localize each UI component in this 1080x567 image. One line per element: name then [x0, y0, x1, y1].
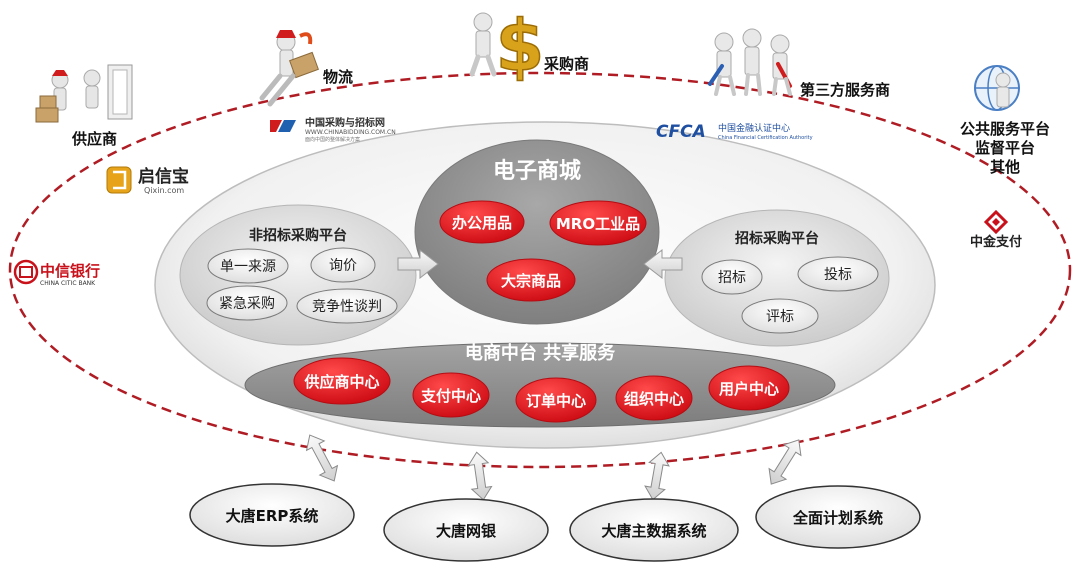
citic-bank-logo-cn: 中信银行	[40, 262, 100, 280]
middle-platform-title: 电商中台 共享服务	[465, 342, 616, 364]
system-bank-label: 大唐网银	[436, 522, 497, 540]
chinabidding-logo-en: WWW.CHINABIDDING.COM.CN	[305, 129, 396, 136]
system-master-data: 大唐主数据系统	[569, 498, 739, 562]
outer-dashed-boundary	[8, 71, 1072, 469]
non-bidding-item-label: 询价	[329, 258, 357, 274]
double-arrow-plan	[768, 439, 802, 485]
qixin-logo-cn: 启信宝	[138, 166, 189, 187]
system-erp: 大唐ERP系统	[189, 483, 355, 547]
stakeholder-logistics: 物流	[323, 68, 354, 86]
chinabidding-logo-icon	[270, 120, 296, 132]
bidding-item-bid: 投标	[797, 256, 879, 292]
middle-item-payment-center: 支付中心	[412, 372, 490, 418]
double-arrow-bank	[467, 451, 493, 501]
middle-item-label: 支付中心	[420, 387, 481, 405]
stakeholder-supervision: 监督平台	[974, 139, 1035, 157]
system-plan: 全面计划系统	[755, 485, 921, 549]
non-bidding-item-inquiry: 询价	[310, 247, 376, 283]
middle-item-user-center: 用户中心	[708, 365, 790, 411]
non-bidding-item-label: 紧急采购	[219, 296, 275, 312]
stakeholder-third-party: 第三方服务商	[800, 81, 891, 99]
middle-item-label: 供应商中心	[303, 373, 379, 391]
public-platform-globe-icon	[974, 65, 1020, 111]
middle-item-org-center: 组织中心	[615, 375, 693, 421]
zhongjin-payment-logo-text: 中金支付	[970, 234, 1022, 250]
e-mall-title: 电子商城	[493, 158, 581, 184]
mall-item-office: 办公用品	[439, 200, 525, 244]
citic-bank-logo-icon	[13, 259, 39, 285]
mall-item-mro-label: MRO工业品	[556, 215, 640, 233]
zhongjin-payment-logo-icon	[983, 209, 1009, 235]
stakeholder-public-platform: 公共服务平台	[959, 120, 1050, 138]
bidding-platform	[664, 209, 890, 347]
non-bidding-item-negotiation: 竞争性谈判	[296, 288, 398, 324]
middle-item-order-center: 订单中心	[515, 377, 597, 423]
purchaser-dollar-icon: $	[469, 4, 545, 88]
cfca-logo-mark: CFCA	[656, 122, 706, 142]
citic-bank-logo-en: CHINA CITIC BANK	[40, 280, 96, 287]
middle-item-label: 组织中心	[624, 390, 684, 408]
bidding-title: 招标采购平台	[735, 230, 819, 247]
cfca-logo-en: China Financial Certification Authority	[718, 135, 813, 141]
third-party-figures-icon	[708, 28, 792, 96]
e-mall	[414, 139, 660, 325]
svg-text:$: $	[496, 5, 545, 87]
stakeholder-purchaser: 采购商	[544, 55, 590, 73]
bidding-item-label: 招标	[718, 270, 746, 286]
chinabidding-logo-cn: 中国采购与招标网	[305, 116, 385, 129]
arrow-non-bidding-to-mall	[397, 248, 439, 280]
bidding-item-evaluate: 评标	[741, 298, 819, 334]
mall-item-bulk: 大宗商品	[486, 258, 576, 302]
supplier-figure-icon	[35, 64, 133, 123]
logistics-figure-icon	[259, 30, 319, 107]
mall-item-mro: MRO工业品	[549, 200, 647, 246]
system-bank: 大唐网银	[383, 498, 549, 562]
bidding-item-label: 评标	[766, 309, 794, 325]
bidding-item-label: 投标	[824, 267, 852, 283]
non-bidding-item-emergency: 紧急采购	[206, 285, 288, 321]
non-bidding-item-single-source: 单一来源	[207, 248, 289, 284]
qixin-logo-icon	[106, 166, 132, 194]
system-erp-label: 大唐ERP系统	[226, 507, 319, 525]
non-bidding-title: 非招标采购平台	[249, 227, 347, 244]
non-bidding-item-label: 竞争性谈判	[312, 298, 382, 315]
cfca-logo-cn: 中国金融认证中心	[718, 122, 790, 134]
mall-item-bulk-label: 大宗商品	[501, 272, 561, 290]
non-bidding-item-label: 单一来源	[220, 259, 276, 275]
double-arrow-master-data	[644, 451, 670, 501]
mall-item-office-label: 办公用品	[452, 214, 512, 232]
system-master-data-label: 大唐主数据系统	[601, 522, 706, 540]
middle-item-label: 用户中心	[719, 380, 779, 398]
arrow-bidding-to-mall	[643, 248, 683, 280]
bidding-item-tender: 招标	[701, 259, 763, 295]
system-plan-label: 全面计划系统	[792, 509, 883, 527]
middle-item-label: 订单中心	[526, 392, 586, 410]
stakeholder-supplier: 供应商	[72, 130, 118, 148]
chinabidding-logo-sub: 面向中国的整体解决方案	[305, 136, 360, 143]
middle-item-supplier-center: 供应商中心	[293, 357, 391, 405]
double-arrow-erp	[305, 434, 339, 482]
qixin-logo-en: Qixin.com	[144, 186, 184, 195]
stakeholder-others: 其他	[989, 158, 1020, 176]
